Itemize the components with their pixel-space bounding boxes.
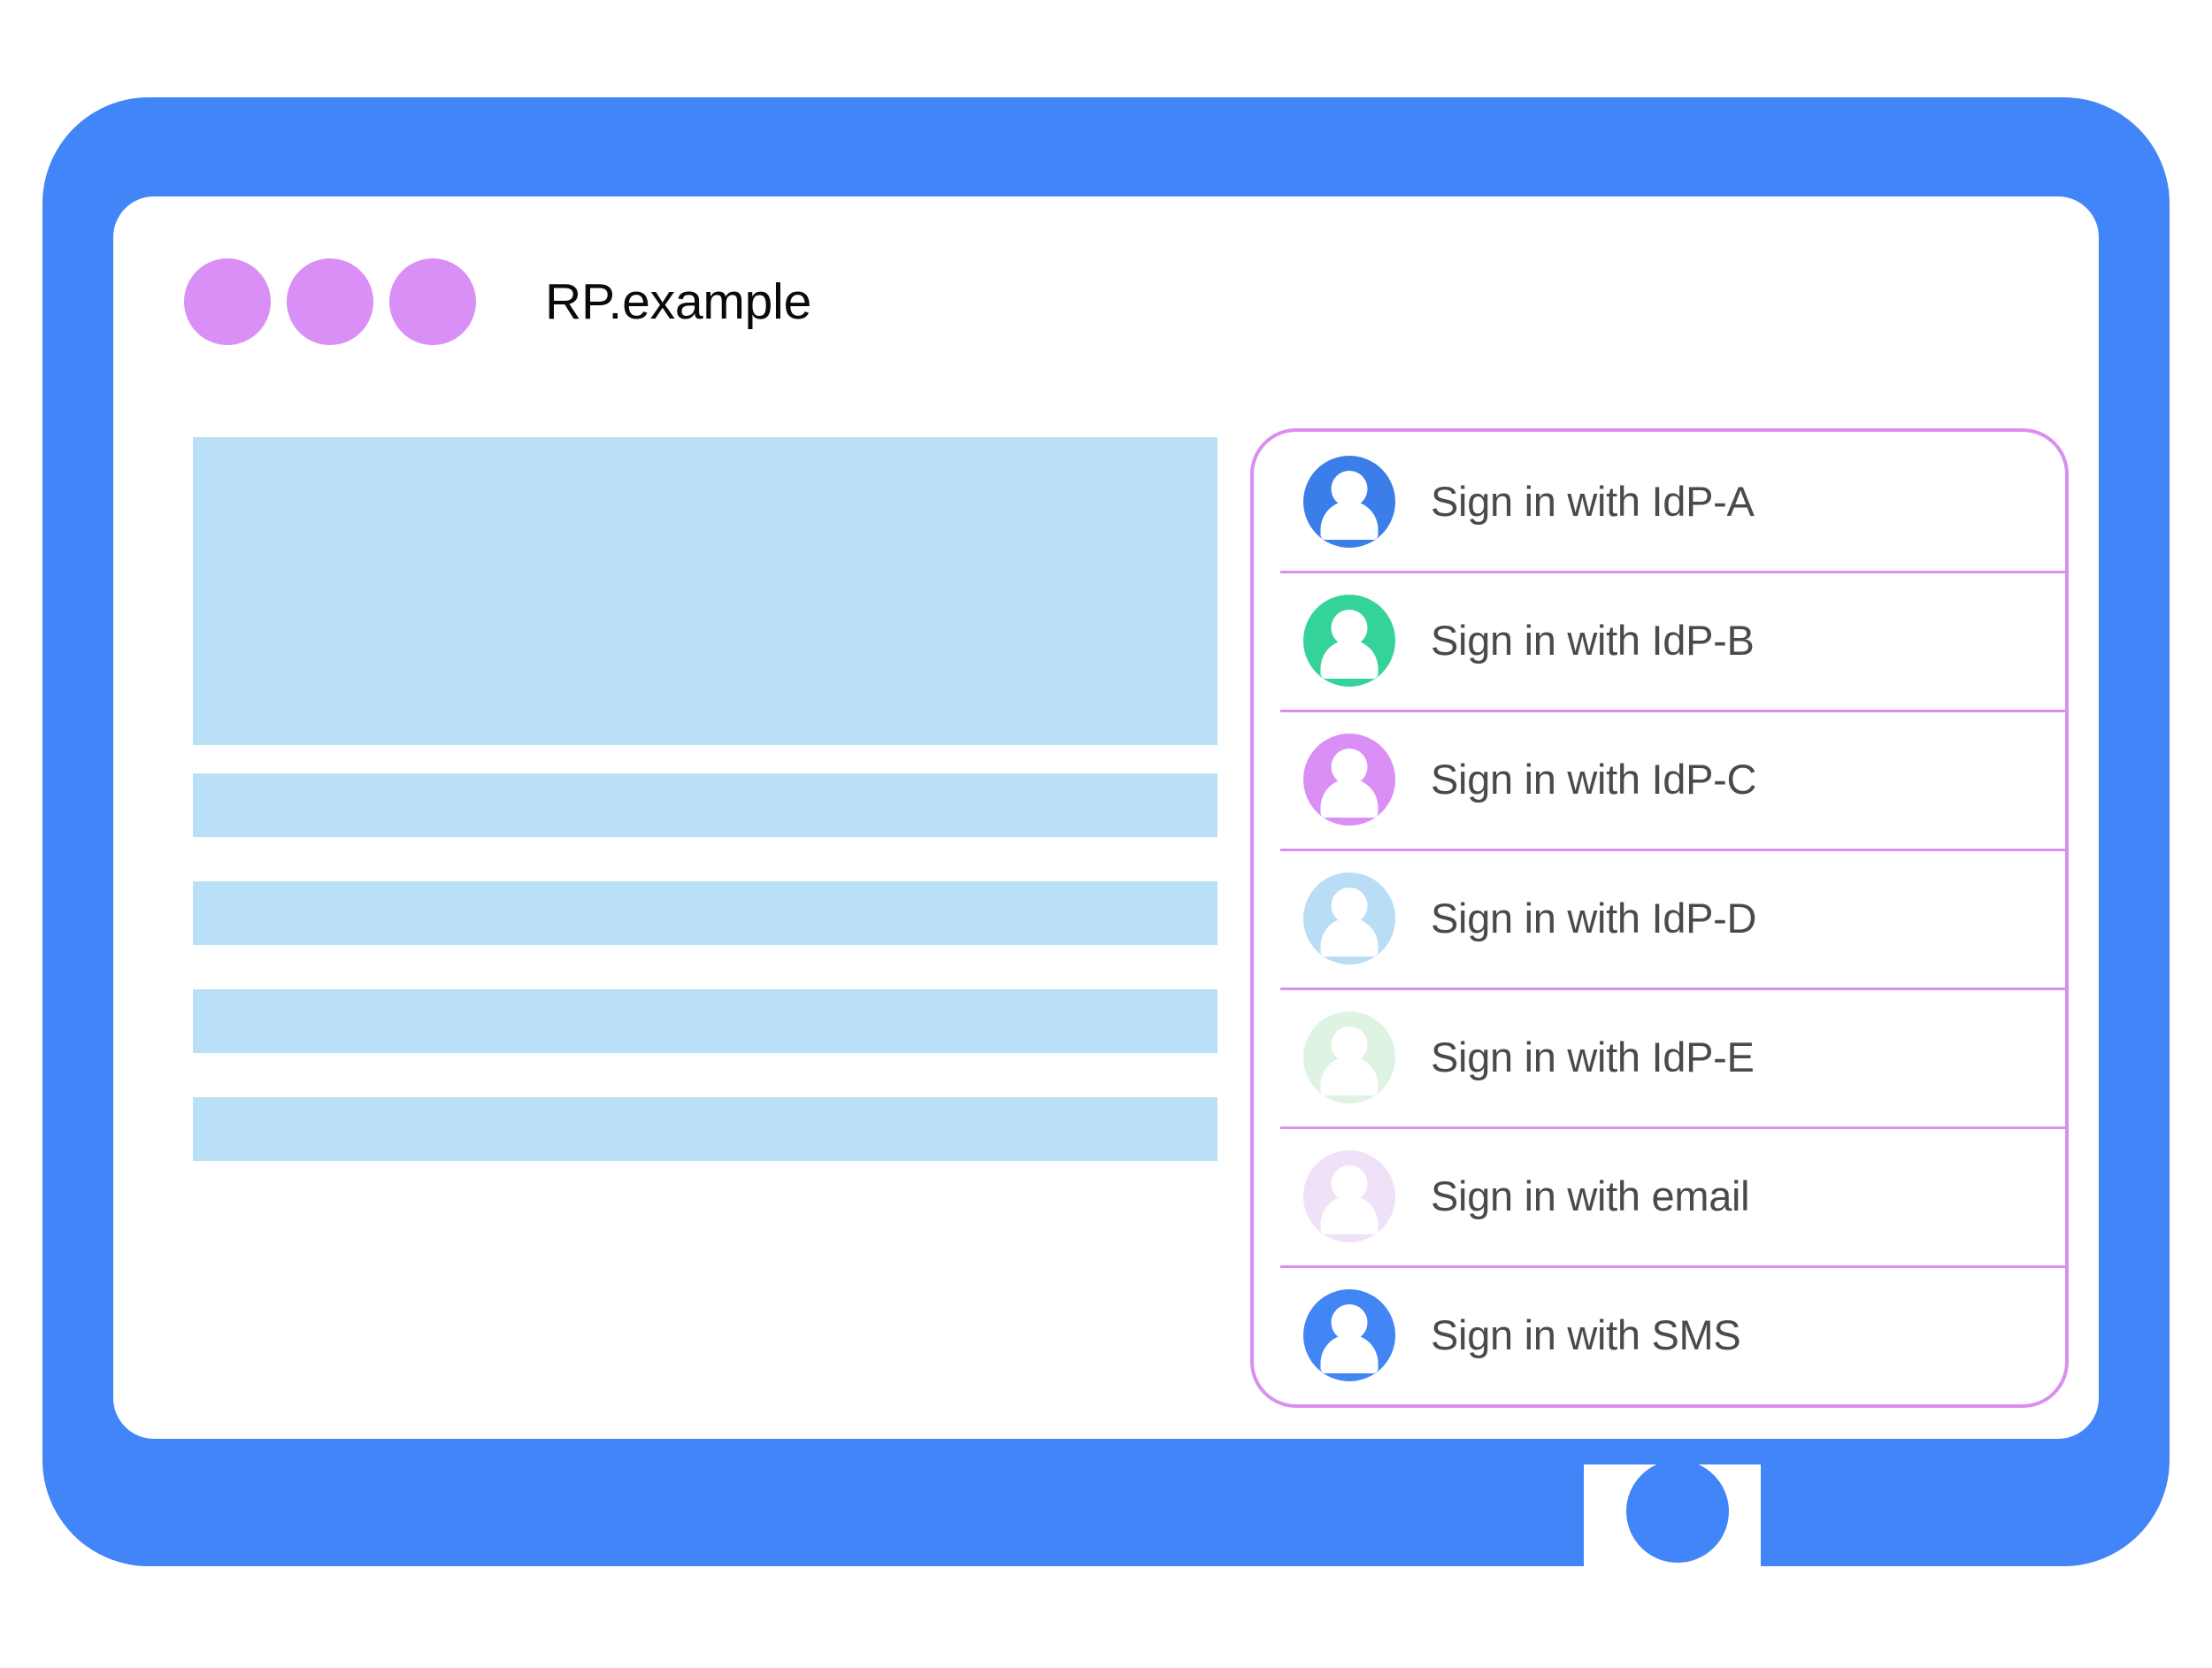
header-dot-1 <box>184 258 271 345</box>
signin-email[interactable]: Sign in with email <box>1254 1126 2065 1265</box>
avatar-body-shape <box>1320 639 1379 679</box>
header-dot-2 <box>287 258 373 345</box>
account-label: Sign in with IdP-A <box>1431 478 1755 525</box>
signin-idp-d[interactable]: Sign in with IdP-D <box>1254 849 2065 988</box>
avatar-body-shape <box>1320 1056 1379 1095</box>
header-dot-3 <box>389 258 476 345</box>
avatar-body-shape <box>1320 500 1379 540</box>
content-bar-placeholder-1 <box>193 773 1217 837</box>
account-avatar-icon <box>1303 1288 1395 1381</box>
content-bar-placeholder-2 <box>193 881 1217 945</box>
account-label: Sign in with IdP-D <box>1431 895 1757 942</box>
account-label: Sign in with SMS <box>1431 1311 1741 1358</box>
signin-idp-a[interactable]: Sign in with IdP-A <box>1254 432 2065 571</box>
signin-sms[interactable]: Sign in with SMS <box>1254 1265 2065 1404</box>
account-label: Sign in with IdP-B <box>1431 617 1755 664</box>
signin-idp-e[interactable]: Sign in with IdP-E <box>1254 988 2065 1126</box>
page-header: RP.example <box>184 258 811 345</box>
account-avatar-icon <box>1303 733 1395 826</box>
home-button[interactable] <box>1626 1460 1729 1563</box>
avatar-body-shape <box>1320 917 1379 957</box>
account-avatar-icon <box>1303 1149 1395 1242</box>
account-avatar-icon <box>1303 594 1395 687</box>
account-label: Sign in with IdP-E <box>1431 1034 1755 1080</box>
content-placeholders <box>193 437 1217 1161</box>
content-bar-placeholder-4 <box>193 1097 1217 1161</box>
account-label: Sign in with email <box>1431 1172 1750 1219</box>
signin-idp-c[interactable]: Sign in with IdP-C <box>1254 710 2065 849</box>
account-chooser-panel: Sign in with IdP-A Sign in with IdP-B Sign… <box>1250 428 2069 1408</box>
content-bar-placeholder-3 <box>193 989 1217 1053</box>
avatar-body-shape <box>1320 1334 1379 1373</box>
account-avatar-icon <box>1303 455 1395 548</box>
avatar-body-shape <box>1320 1195 1379 1234</box>
signin-idp-b[interactable]: Sign in with IdP-B <box>1254 571 2065 710</box>
page-title: RP.example <box>545 273 812 330</box>
content-hero-placeholder <box>193 437 1217 745</box>
account-avatar-icon <box>1303 1011 1395 1103</box>
account-avatar-icon <box>1303 872 1395 965</box>
avatar-body-shape <box>1320 778 1379 818</box>
account-label: Sign in with IdP-C <box>1431 756 1757 803</box>
